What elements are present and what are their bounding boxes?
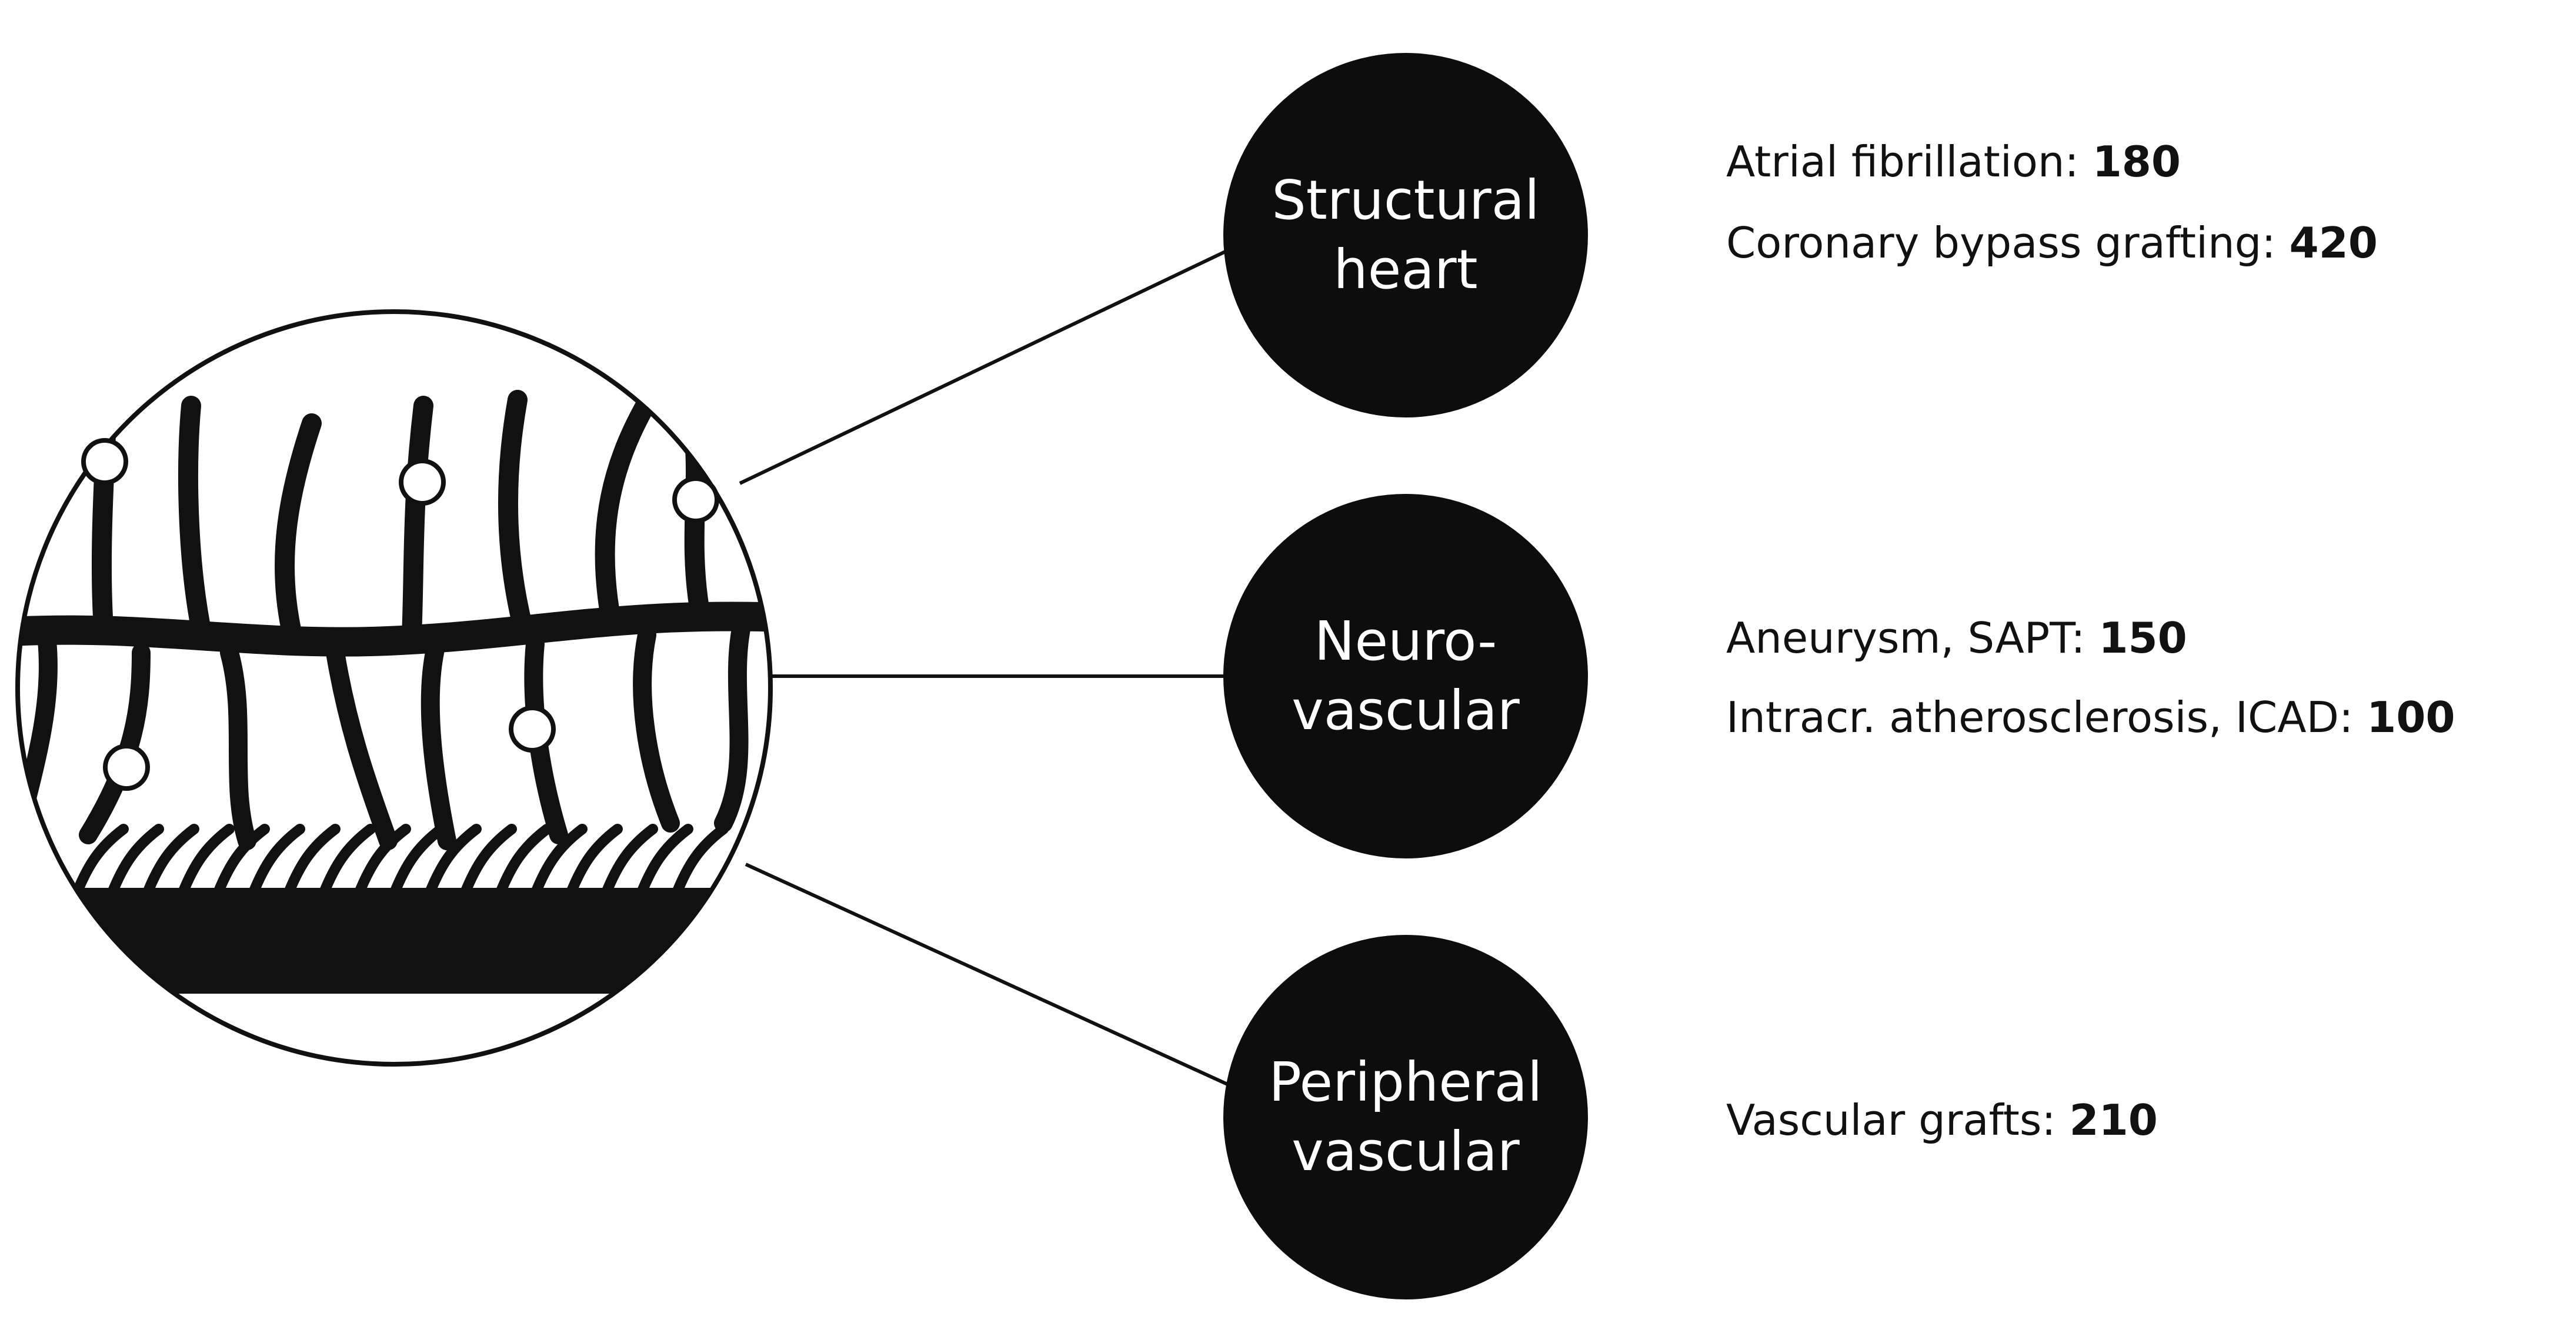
stat-value: 100 (2367, 693, 2455, 742)
node-label-line: Neuro- (1223, 607, 1588, 676)
node-label-line: vascular (1223, 1117, 1588, 1187)
stat-value: 150 (2098, 613, 2187, 663)
node-label-neurovascular: Neuro- vascular (1223, 607, 1588, 746)
surface-magnifier-illustration (0, 312, 823, 1064)
node-label-structural-heart: Structural heart (1223, 166, 1588, 305)
node-label-line: vascular (1223, 676, 1588, 746)
node-label-line: Peripheral (1223, 1048, 1588, 1117)
stat-value: 210 (2070, 1095, 2158, 1145)
connector-structural-heart (740, 247, 1235, 483)
node-label-line: heart (1223, 235, 1588, 305)
stat-coronary-bypass-grafting: Coronary bypass grafting: 420 (1726, 213, 2378, 272)
connector-peripheral-vascular (746, 864, 1235, 1088)
node-label-line: Structural (1223, 166, 1588, 235)
stat-value: 180 (2093, 137, 2181, 186)
stat-name: Intracr. atherosclerosis, ICAD (1726, 693, 2339, 742)
stat-value: 420 (2290, 218, 2378, 268)
connector-lines (740, 247, 1235, 1088)
stat-name: Atrial fibrillation (1726, 137, 2065, 186)
stat-name: Coronary bypass grafting (1726, 218, 2261, 268)
node-label-peripheral-vascular: Peripheral vascular (1223, 1048, 1588, 1187)
stat-aneurysm-sapt: Aneurysm, SAPT: 150 (1726, 609, 2187, 667)
stat-intracranial-atherosclerosis: Intracr. atherosclerosis, ICAD: 100 (1726, 688, 2455, 747)
stat-vascular-grafts: Vascular grafts: 210 (1726, 1091, 2158, 1149)
stat-atrial-fibrillation: Atrial fibrillation: 180 (1726, 132, 2181, 191)
stat-name: Aneurysm, SAPT (1726, 613, 2071, 663)
stat-name: Vascular grafts (1726, 1095, 2041, 1145)
